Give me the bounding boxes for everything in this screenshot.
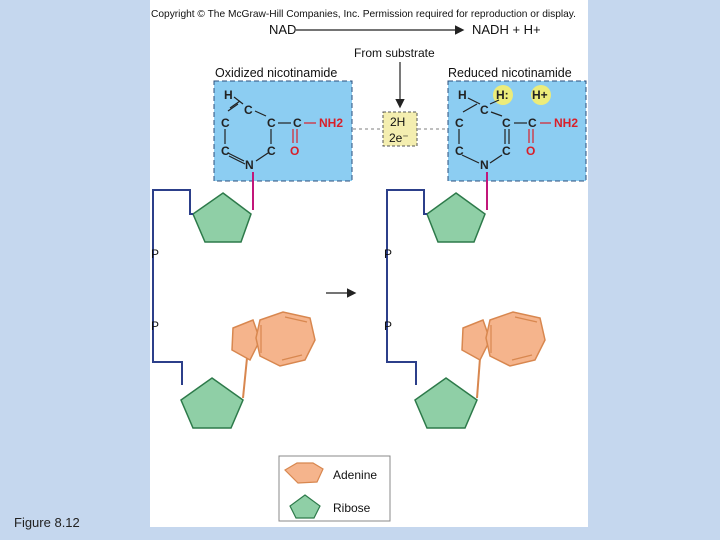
atom-label: C — [293, 116, 302, 130]
atom-label: C — [267, 144, 276, 158]
atom-label: H+ — [532, 88, 548, 102]
phosphate-backbone — [152, 189, 193, 385]
adenine-legend-swatch — [284, 462, 324, 484]
reduced-nicotinamide-structure: H H: H+ C C C C C C N NH2 O — [447, 80, 587, 182]
atom-label: C — [221, 116, 230, 130]
atom-label: C — [480, 103, 489, 117]
phosphate-label: P — [151, 319, 159, 333]
atom-label: NH2 — [554, 116, 578, 130]
ribose-legend-swatch — [289, 494, 321, 519]
atom-label: C — [502, 116, 511, 130]
atom-label: C — [455, 144, 464, 158]
ribose-pentagon — [192, 192, 252, 243]
atom-label: H — [224, 88, 233, 102]
proton-highlight — [531, 85, 551, 105]
atom-label: H: — [496, 88, 509, 102]
atom-label: C — [221, 144, 230, 158]
oxidized-nicotinamide-structure: H C C C C C C N NH2 O — [213, 80, 353, 182]
legend: Adenine Ribose — [278, 455, 391, 522]
figure-panel: Copyright © The McGraw-Hill Companies, I… — [150, 0, 588, 527]
adenine-shape — [461, 311, 546, 367]
ribose-legend-label: Ribose — [333, 501, 371, 515]
atom-label: N — [245, 158, 254, 172]
phosphate-label: P — [384, 247, 392, 261]
atom-label: N — [480, 158, 489, 172]
nadh-label: NADH + H+ — [472, 22, 541, 37]
nadh-backbone: P P — [384, 172, 546, 429]
ribose-pentagon — [426, 192, 486, 243]
from-substrate-label: From substrate — [354, 46, 435, 60]
atom-label: C — [502, 144, 511, 158]
phosphate-label: P — [384, 319, 392, 333]
copyright-notice: Copyright © The McGraw-Hill Companies, I… — [151, 9, 576, 20]
ribose-adenine-link — [476, 357, 481, 399]
atom-label: C — [528, 116, 537, 130]
atom-label: C — [455, 116, 464, 130]
atom-label: C — [244, 103, 253, 117]
atom-label: O — [526, 144, 535, 158]
ribose-pentagon — [414, 377, 478, 429]
atom-label: NH2 — [319, 116, 343, 130]
ribose-pentagon — [180, 377, 244, 429]
atom-label: C — [267, 116, 276, 130]
transfer-2e-label: 2e⁻ — [389, 131, 409, 145]
phosphate-backbone — [386, 189, 427, 385]
transfer-2h-label: 2H — [390, 115, 405, 129]
reduced-nicotinamide-title: Reduced nicotinamide — [448, 66, 572, 80]
reduced-box — [447, 80, 587, 182]
nad-label: NAD — [269, 22, 296, 37]
phosphate-label: P — [151, 247, 159, 261]
nad-backbone: P P — [151, 172, 316, 429]
adenine-legend-label: Adenine — [333, 468, 377, 482]
oxidized-box — [213, 80, 353, 182]
atom-label: H — [458, 88, 467, 102]
nad-reduction-diagram: Copyright © The McGraw-Hill Companies, I… — [151, 9, 587, 522]
atom-label: O — [290, 144, 299, 158]
electron-transfer-box: 2H 2e⁻ — [382, 111, 418, 147]
figure-label: Figure 8.12 — [14, 515, 80, 530]
ribose-adenine-link — [242, 357, 248, 399]
oxidized-nicotinamide-title: Oxidized nicotinamide — [215, 66, 337, 80]
adenine-shape — [231, 311, 316, 367]
